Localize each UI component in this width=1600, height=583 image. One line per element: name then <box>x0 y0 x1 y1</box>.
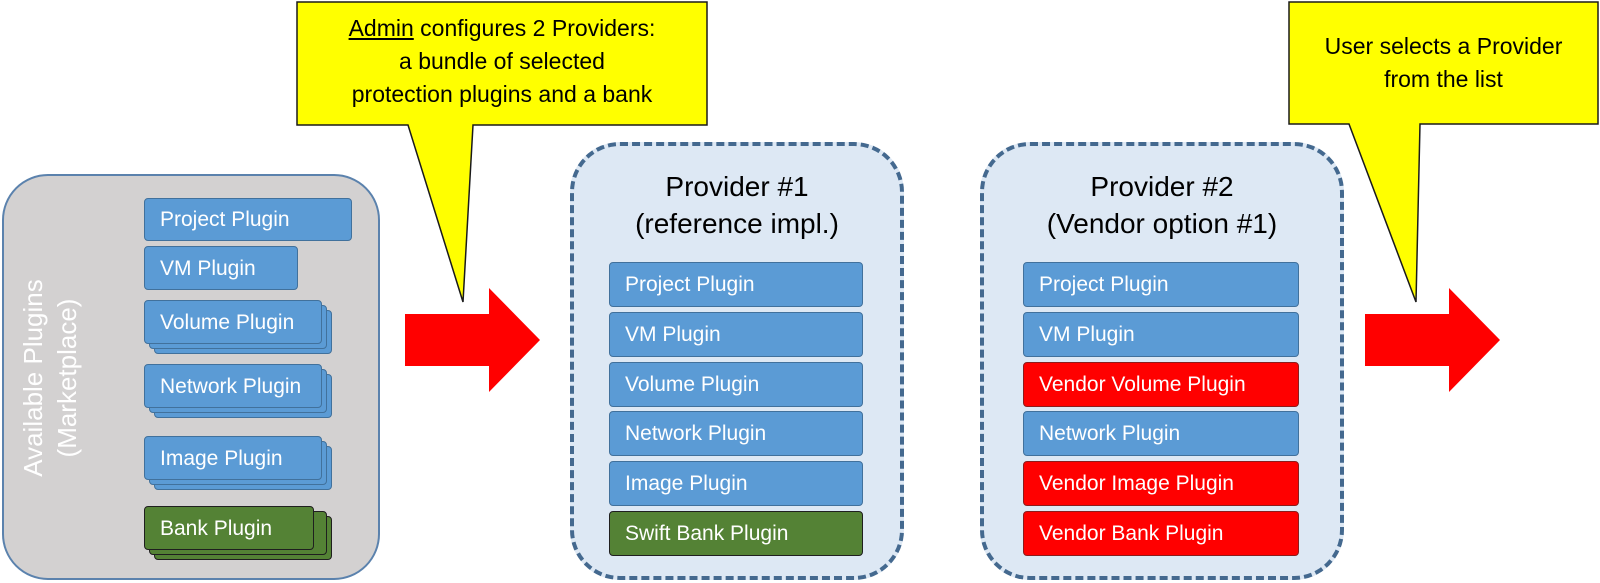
market-network-plugin: Network Plugin <box>144 364 322 408</box>
provider2-box <box>980 142 1344 580</box>
provider1-title-line1: Provider #1 <box>665 171 809 202</box>
admin-callout-line3: protection plugins and a bank <box>351 81 653 107</box>
provider2-title: Provider #2 (Vendor option #1) <box>980 168 1344 242</box>
provider2-title-line1: Provider #2 <box>1090 171 1234 202</box>
provider2-vendor-image-plugin: Vendor Image Plugin <box>1023 461 1299 506</box>
provider1-vm-plugin: VM Plugin <box>609 312 863 357</box>
provider2-vendor-bank-plugin: Vendor Bank Plugin <box>1023 511 1299 556</box>
admin-callout-line1-rest: configures 2 Providers: <box>413 15 656 41</box>
market-bank-plugin: Bank Plugin <box>144 506 314 550</box>
provider1-image-plugin: Image Plugin <box>609 461 863 506</box>
provider1-volume-plugin: Volume Plugin <box>609 362 863 407</box>
arrow-to-user <box>1365 288 1500 392</box>
provider2-title-line2: (Vendor option #1) <box>1046 208 1278 239</box>
admin-callout-text: Admin configures 2 Providers: a bundle o… <box>297 12 707 111</box>
market-image-plugin: Image Plugin <box>144 436 322 480</box>
provider1-box <box>570 142 904 580</box>
user-callout-line2: from the list <box>1384 66 1503 92</box>
provider1-swift-bank-plugin: Swift Bank Plugin <box>609 511 863 556</box>
market-volume-plugin: Volume Plugin <box>144 300 322 344</box>
arrow-to-providers <box>405 288 540 392</box>
provider2-vm-plugin: VM Plugin <box>1023 312 1299 357</box>
admin-callout-line2: a bundle of selected <box>399 48 605 74</box>
provider1-network-plugin: Network Plugin <box>609 411 863 456</box>
admin-emphasis: Admin <box>348 15 414 41</box>
user-callout-line1: User selects a Provider <box>1324 33 1563 59</box>
market-project-plugin: Project Plugin <box>144 198 352 241</box>
provider2-project-plugin: Project Plugin <box>1023 262 1299 307</box>
provider2-vendor-volume-plugin: Vendor Volume Plugin <box>1023 362 1299 407</box>
user-callout-text: User selects a Provider from the list <box>1289 30 1598 96</box>
market-vm-plugin: VM Plugin <box>144 246 298 290</box>
provider1-project-plugin: Project Plugin <box>609 262 863 307</box>
admin-callout-line1: Admin configures 2 Providers: <box>297 12 707 45</box>
provider1-title: Provider #1 (reference impl.) <box>570 168 904 242</box>
provider1-title-line2: (reference impl.) <box>635 208 839 239</box>
provider2-network-plugin: Network Plugin <box>1023 411 1299 456</box>
